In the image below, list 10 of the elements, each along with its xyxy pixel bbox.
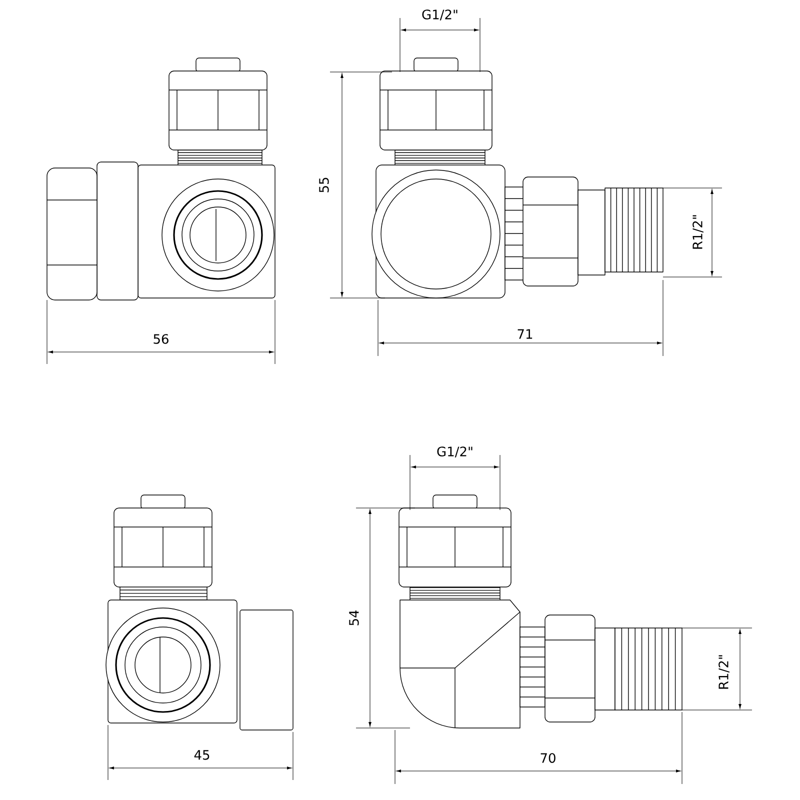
dimension-label: 71 (518, 329, 532, 339)
dimension-label: G1/2" (437, 446, 472, 458)
dimension-label: R1/2" (718, 655, 730, 689)
dimension-label: 55 (319, 178, 329, 192)
dimension-label: G1/2" (422, 10, 458, 20)
dimension-label: 54 (349, 610, 359, 626)
dimension-label: 56 (154, 334, 168, 344)
dimension-label: 45 (194, 750, 210, 760)
dimension-label: 70 (540, 753, 556, 763)
dimension-label: R1/2" (692, 215, 704, 249)
